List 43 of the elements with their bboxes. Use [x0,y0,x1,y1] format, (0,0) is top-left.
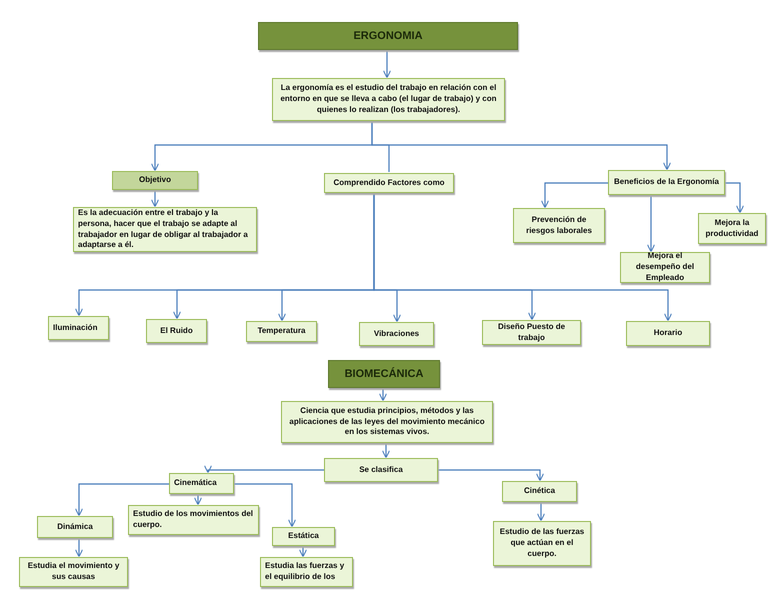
heading-box: Beneficios de la Ergonomía [608,170,725,195]
arrow [382,443,390,458]
arrow [298,546,308,558]
arrow [234,483,296,528]
heading-box: Cinética [502,481,577,502]
arrow [646,195,656,252]
arrow [378,388,388,402]
arrow [204,465,324,474]
definition-box: La ergonomía es el estudio del trabajo en relación con el entorno en que se lleva a cabo (el lugar de trabajo) y con quienes lo realizan (los trabajadores). [272,78,505,121]
heading-box: Dinámica [37,516,113,538]
heading-box: Cinemática [169,473,234,494]
factor-box: Horario [626,321,710,346]
text-box: Estudio de las fuerzas que actúan en el cuerpo. [493,521,591,566]
factor-box: El Ruido [146,319,207,343]
arrow [725,182,744,214]
arrow [438,469,544,482]
text-box: Mejora la productividad [698,213,766,244]
definition-box: Ciencia que estudia principios, métodos y las aplicaciones de las leyes del movimiento mecánico en los sistemas vivos. [281,401,493,443]
arrow [382,50,392,78]
text-box: Mejora el desempeño del Empleado [620,252,710,283]
text-box: Estudia el movimiento y sus causas [19,557,128,587]
title-banner: BIOMECÁNICA [328,360,440,388]
factor-box: Diseño Puesto de trabajo [482,320,581,345]
text-box: Estudio de los movimientos del cuerpo. [128,505,259,535]
heading-box: Estática [272,527,335,546]
text-box: Prevención de riesgos laborales [513,208,605,243]
text-box: Estudia las fuerzas y el equilibrio de los [260,557,353,587]
arrow [536,502,546,522]
factor-box: Temperatura [246,321,317,342]
arrow [150,190,160,208]
factor-box: Iluminación [48,316,109,340]
arrow [540,182,608,208]
arrow [74,538,84,558]
title-banner: ERGONOMIA [258,22,518,50]
text-box: Es la adecuación entre el trabajo y la persona, hacer que el trabajo se adapte al trabajador en lugar de obligar al trabajador a adaptarse a él. [73,207,257,252]
heading-box: Comprendido Factores como [324,173,454,193]
arrow [194,494,202,506]
arrow [373,193,672,322]
heading-box: Se clasifica [324,458,438,482]
arrow [74,483,169,516]
heading-box: Objetivo [112,171,198,190]
factor-box: Vibraciones [359,322,434,346]
arrow [371,121,672,170]
